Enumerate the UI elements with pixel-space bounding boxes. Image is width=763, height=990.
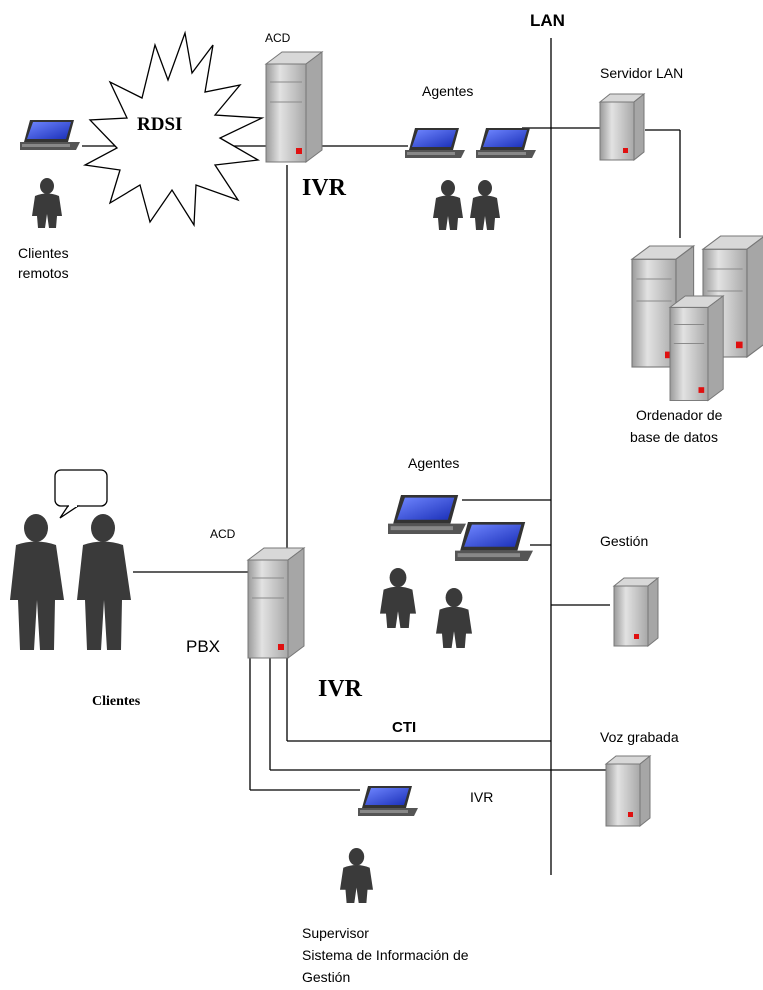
ordenador-label-2: base de datos bbox=[630, 429, 718, 445]
servidor-lan: Servidor LAN bbox=[598, 65, 683, 162]
client-person-2-icon bbox=[77, 514, 131, 650]
ivr-pbx-label: IVR bbox=[318, 676, 363, 702]
ordenador-label-1: Ordenador de bbox=[636, 407, 723, 423]
gestion-server-icon bbox=[612, 576, 660, 648]
servidor-lan-label: Servidor LAN bbox=[600, 65, 683, 81]
ivr-supervisor-label: IVR bbox=[470, 789, 493, 805]
acd-pbx: ACD PBX IVR CTI bbox=[186, 527, 416, 736]
speech-bubble-icon bbox=[54, 469, 108, 519]
remote-client-person-icon bbox=[32, 178, 62, 228]
gestion-label: Gestión bbox=[600, 533, 648, 549]
agent-person-1-icon bbox=[433, 180, 463, 230]
acd-top-label: ACD bbox=[265, 31, 291, 45]
rdsi-label: RDSI bbox=[137, 114, 182, 135]
clientes-remotos-label-1: Clientes bbox=[18, 245, 69, 261]
agentes-top-group: Agentes bbox=[405, 83, 536, 230]
clientes-remotos-label-2: remotos bbox=[18, 265, 69, 281]
agent-laptop-2-icon bbox=[476, 128, 536, 158]
gestion: Gestión bbox=[600, 533, 660, 648]
servidor-lan-icon bbox=[598, 92, 646, 162]
voz-grabada-label: Voz grabada bbox=[600, 729, 679, 745]
agent-laptop-3-icon bbox=[388, 494, 466, 534]
agent-person-3-icon bbox=[380, 568, 416, 628]
pbx-label: PBX bbox=[186, 637, 220, 656]
cti-label: CTI bbox=[392, 719, 416, 736]
supervisor-label-1: Supervisor bbox=[302, 925, 369, 941]
supervisor-person-icon bbox=[340, 848, 373, 903]
acd-top: ACD IVR bbox=[265, 31, 347, 201]
database-servers-icon bbox=[631, 235, 763, 401]
remote-client: Clientes remotos bbox=[18, 120, 80, 281]
supervisor-group: IVR Supervisor Sistema de Información de… bbox=[302, 786, 493, 985]
clientes-group: Clientes bbox=[10, 469, 141, 709]
supervisor-label-3: Gestión bbox=[302, 969, 350, 985]
agentes-mid-label: Agentes bbox=[408, 455, 459, 471]
voz-grabada: Voz grabada bbox=[600, 729, 679, 828]
agentes-mid-group: Agentes bbox=[380, 455, 533, 648]
agent-laptop-4-icon bbox=[454, 522, 533, 561]
agentes-top-label: Agentes bbox=[422, 83, 473, 99]
remote-laptop-icon bbox=[20, 120, 80, 150]
lan-label: LAN bbox=[530, 11, 565, 30]
client-person-1-icon bbox=[10, 514, 64, 650]
voz-grabada-server-icon bbox=[604, 754, 652, 828]
agent-person-2-icon bbox=[470, 180, 500, 230]
ivr-top-label: IVR bbox=[302, 175, 347, 201]
agent-laptop-1-icon bbox=[405, 128, 465, 158]
acd-top-server-icon bbox=[265, 51, 323, 163]
clientes-label: Clientes bbox=[92, 694, 141, 709]
supervisor-label-2: Sistema de Información de bbox=[302, 947, 469, 963]
rdsi-cloud: RDSI bbox=[82, 30, 265, 228]
acd-bottom-label: ACD bbox=[210, 527, 236, 541]
ordenador-base-datos: Ordenador de base de datos bbox=[630, 235, 763, 445]
supervisor-laptop-icon bbox=[358, 786, 418, 816]
agent-person-4-icon bbox=[436, 588, 472, 648]
pbx-server-icon bbox=[247, 547, 305, 659]
